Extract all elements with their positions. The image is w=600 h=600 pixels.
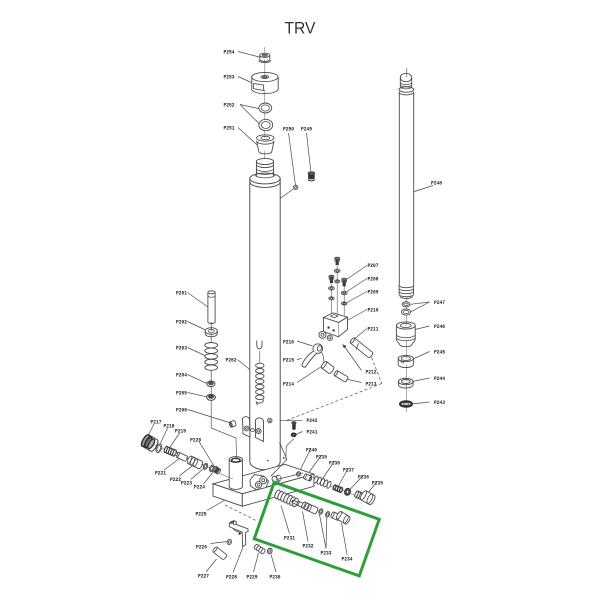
svg-text:P201: P201 [176,290,187,297]
svg-text:P223: P223 [181,480,192,487]
svg-text:P253: P253 [224,74,235,81]
svg-text:P249: P249 [301,126,312,133]
svg-text:P241: P241 [307,429,318,436]
svg-text:P207: P207 [368,262,379,269]
svg-text:P239: P239 [316,454,327,461]
svg-text:P233: P233 [321,550,332,557]
svg-text:P227: P227 [198,573,209,580]
svg-text:P206: P206 [176,407,187,414]
svg-text:P203: P203 [176,345,187,352]
svg-text:P254: P254 [224,49,235,56]
svg-text:P242: P242 [307,417,318,424]
svg-text:P243: P243 [434,399,445,406]
svg-text:P245: P245 [434,349,445,356]
svg-text:P204: P204 [176,372,187,379]
svg-text:P218: P218 [164,423,175,430]
svg-text:P230: P230 [270,574,281,581]
svg-text:P216: P216 [283,339,294,346]
svg-text:P225: P225 [196,511,207,518]
svg-text:P209: P209 [368,289,379,296]
svg-text:P240: P240 [306,447,317,454]
svg-text:P238: P238 [329,460,340,467]
svg-text:P228: P228 [226,574,237,581]
svg-text:P236: P236 [358,474,369,481]
svg-text:P229: P229 [247,574,258,581]
svg-text:P262: P262 [226,357,237,364]
svg-text:P235: P235 [372,480,383,487]
svg-text:P246: P246 [434,323,445,330]
svg-text:P232: P232 [303,543,314,550]
svg-text:P226: P226 [196,544,207,551]
svg-text:P215: P215 [283,357,294,364]
svg-text:TRV: TRV [285,19,317,38]
svg-text:P210: P210 [368,307,379,314]
svg-text:P219: P219 [175,428,186,435]
svg-text:P244: P244 [434,375,445,382]
svg-text:P234: P234 [342,556,353,563]
svg-text:P220: P220 [190,437,201,444]
svg-text:P252: P252 [224,102,235,109]
svg-text:P214: P214 [283,381,294,388]
svg-text:P202: P202 [176,319,187,326]
svg-text:P247: P247 [434,299,445,306]
svg-text:P251: P251 [224,125,235,132]
svg-text:P208: P208 [368,276,379,283]
svg-text:P211: P211 [368,326,379,333]
svg-text:P217: P217 [151,419,162,426]
svg-text:P237: P237 [343,467,354,474]
svg-text:P248: P248 [431,180,442,187]
svg-text:P213: P213 [366,381,377,388]
svg-text:P222: P222 [170,476,181,483]
svg-text:P212: P212 [366,369,377,376]
svg-text:P205: P205 [176,390,187,397]
svg-text:P224: P224 [194,484,205,491]
svg-text:P221: P221 [155,470,166,477]
svg-text:P250: P250 [283,126,294,133]
svg-text:P231: P231 [284,535,295,542]
